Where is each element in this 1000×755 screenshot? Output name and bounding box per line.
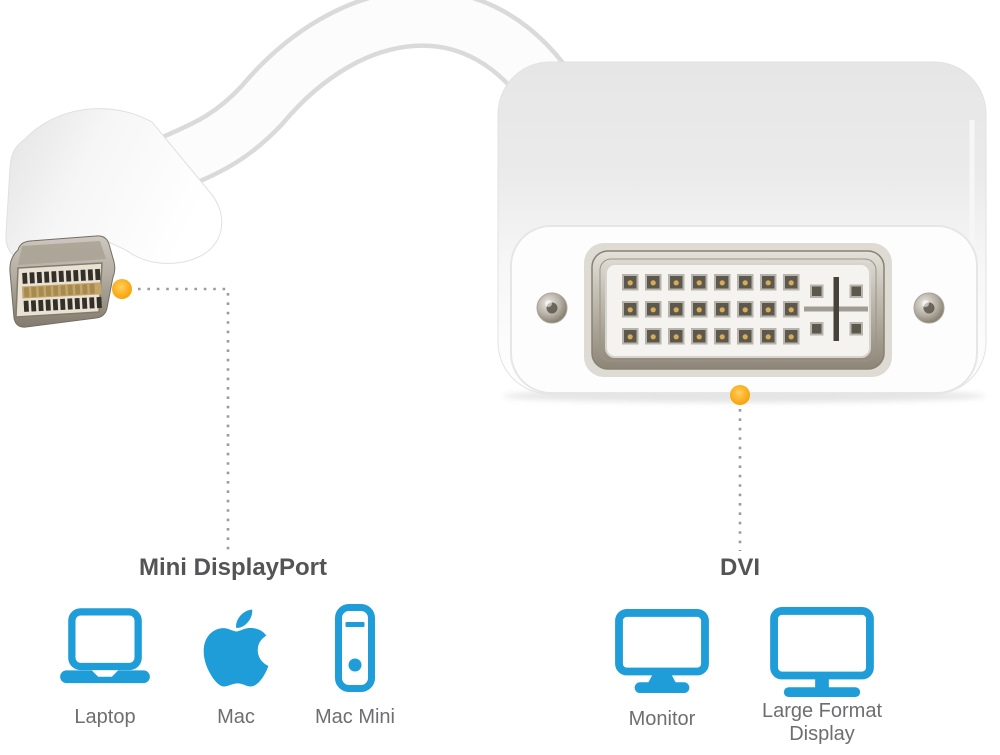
dvi-adapter-body — [497, 61, 987, 395]
device-caption-mac: Mac — [217, 706, 255, 728]
device-caption-large-format-display: Large Format Display — [761, 700, 883, 746]
apple-logo-icon — [203, 609, 269, 687]
large-format-display-icon — [770, 607, 874, 697]
callout-mini-displayport — [112, 279, 230, 551]
callout-dot-mini-displayport — [112, 279, 132, 299]
device-caption-monitor: Monitor — [628, 708, 696, 730]
mdp-pins — [21, 268, 102, 312]
callout-line-mini-displayport — [138, 287, 230, 551]
device-caption-laptop: Laptop — [74, 706, 136, 728]
screw-post-right — [913, 292, 945, 324]
device-caption-mac-mini: Mac Mini — [314, 706, 396, 728]
adapter-photo — [5, 0, 987, 551]
mini-displayport-plug — [5, 108, 223, 328]
callout-dvi — [730, 385, 750, 551]
laptop-icon — [60, 608, 150, 684]
mdp-plug-body — [5, 108, 223, 264]
dvi-cross-slot — [804, 277, 868, 341]
monitor-icon — [615, 609, 709, 694]
callout-label-mini-displayport: Mini DisplayPort — [138, 554, 328, 581]
callout-dot-dvi — [730, 385, 750, 405]
mac-mini-icon — [335, 604, 375, 692]
dvi-pin-grid — [622, 274, 806, 355]
dvi-port — [536, 243, 945, 377]
screw-post-left — [536, 292, 568, 324]
callout-label-dvi: DVI — [719, 554, 761, 581]
